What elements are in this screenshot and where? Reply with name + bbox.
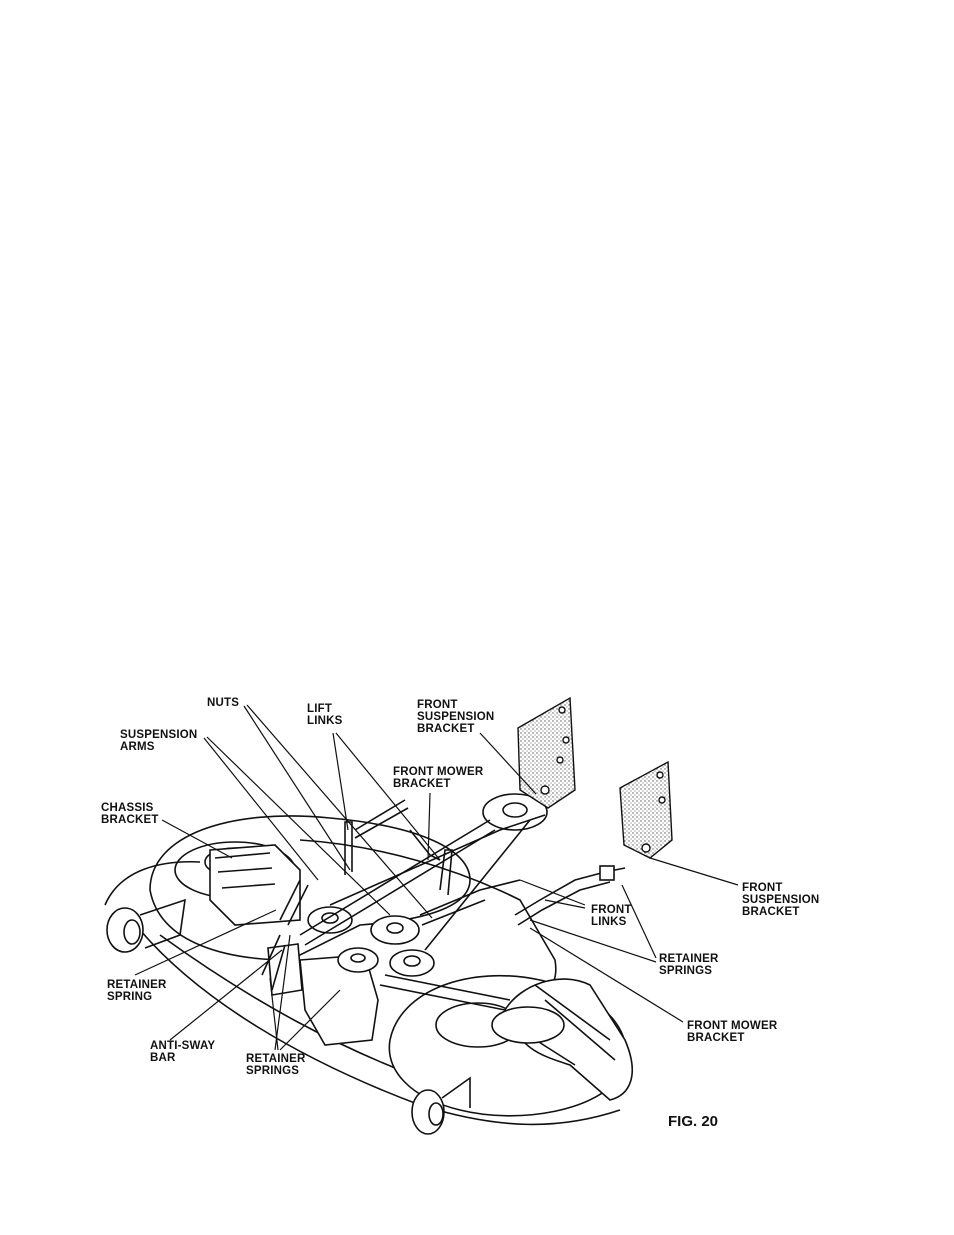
label-fmb-bottom-line2: BRACKET [687, 1032, 777, 1044]
label-rs-right-line1: RETAINER [659, 953, 719, 965]
label-chassis-bracket-line1: CHASSIS [101, 802, 159, 814]
label-retainer-springs-right: RETAINER SPRINGS [659, 953, 719, 977]
label-fsb-right-line3: BRACKET [742, 906, 819, 918]
label-lift-links: LIFT LINKS [307, 703, 343, 727]
label-fsb-right-line1: FRONT [742, 882, 819, 894]
label-fsb-top-line1: FRONT [417, 699, 494, 711]
front-suspension-brackets [518, 698, 672, 858]
label-nuts: NUTS [207, 697, 239, 709]
label-fsb-top-line2: SUSPENSION [417, 711, 494, 723]
label-anti-sway-bar: ANTI-SWAY BAR [150, 1040, 215, 1064]
label-fmb-bottom-line1: FRONT MOWER [687, 1020, 777, 1032]
label-suspension-arms: SUSPENSION ARMS [120, 729, 197, 753]
label-front-mower-bracket-bottom: FRONT MOWER BRACKET [687, 1020, 777, 1044]
label-front-suspension-bracket-top: FRONT SUSPENSION BRACKET [417, 699, 494, 735]
label-anti-sway-bar-line2: BAR [150, 1052, 215, 1064]
label-rs-bottom-line1: RETAINER [246, 1053, 306, 1065]
label-retainer-spring-line2: SPRING [107, 991, 167, 1003]
label-fmb-top-line2: BRACKET [393, 778, 483, 790]
label-chassis-bracket-line2: BRACKET [101, 814, 159, 826]
label-lift-links-line2: LINKS [307, 715, 343, 727]
label-fmb-top-line1: FRONT MOWER [393, 766, 483, 778]
label-suspension-arms-line2: ARMS [120, 741, 197, 753]
label-front-suspension-bracket-right: FRONT SUSPENSION BRACKET [742, 882, 819, 918]
label-front-mower-bracket-top: FRONT MOWER BRACKET [393, 766, 483, 790]
label-rs-bottom-line2: SPRINGS [246, 1065, 306, 1077]
label-front-links: FRONT LINKS [591, 904, 632, 928]
figure-label: FIG. 20 [668, 1113, 718, 1130]
label-retainer-springs-bottom: RETAINER SPRINGS [246, 1053, 306, 1077]
label-chassis-bracket: CHASSIS BRACKET [101, 802, 159, 826]
label-anti-sway-bar-line1: ANTI-SWAY [150, 1040, 215, 1052]
label-fsb-top-line3: BRACKET [417, 723, 494, 735]
label-fsb-right-line2: SUSPENSION [742, 894, 819, 906]
label-nuts-line: NUTS [207, 697, 239, 709]
mower-deck [105, 816, 632, 1134]
label-rs-right-line2: SPRINGS [659, 965, 719, 977]
label-retainer-spring-left: RETAINER SPRING [107, 979, 167, 1003]
label-lift-links-line1: LIFT [307, 703, 343, 715]
label-retainer-spring-line1: RETAINER [107, 979, 167, 991]
label-suspension-arms-line1: SUSPENSION [120, 729, 197, 741]
label-front-links-line1: FRONT [591, 904, 632, 916]
label-front-links-line2: LINKS [591, 916, 632, 928]
